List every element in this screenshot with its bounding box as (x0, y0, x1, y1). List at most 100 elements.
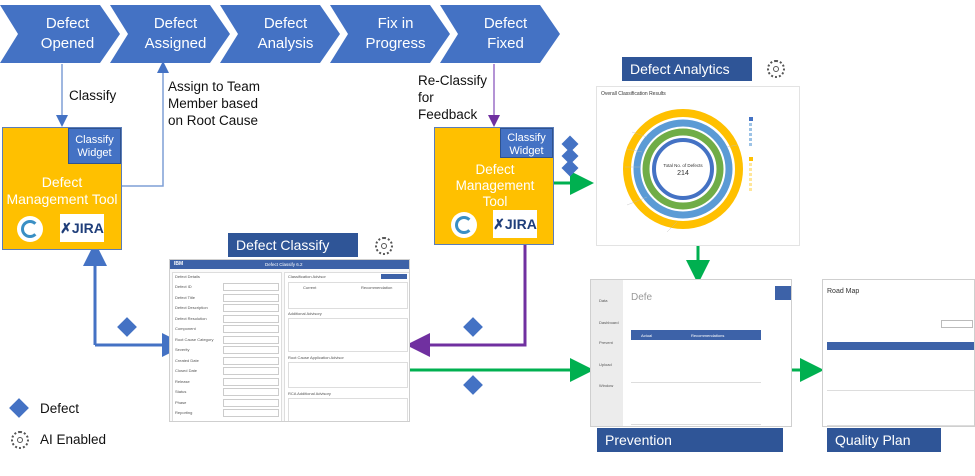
field-input[interactable] (223, 293, 279, 302)
ring-core (652, 138, 714, 200)
root-cause-box (288, 362, 408, 388)
ai-enabled-icon (375, 237, 393, 255)
roadmap-title: Road Map (827, 288, 860, 295)
ai-enabled-icon (767, 60, 785, 78)
legend-ai-icon (11, 431, 29, 449)
panel-header: Classification Advisor (288, 274, 326, 279)
menu-item[interactable]: Dashboard (599, 320, 619, 325)
additional-box (288, 318, 408, 352)
field-label: Root Cause Category (175, 336, 214, 342)
donut-center-label: Total No. of Defects (663, 163, 703, 168)
field-input[interactable] (223, 283, 279, 291)
chevron-fix-in-progress (330, 5, 450, 63)
menu-item[interactable]: Data (599, 298, 608, 303)
field-label: Defect Resolution (175, 315, 207, 321)
brand-logo: IBM (174, 261, 184, 267)
chevron-defect-opened (0, 5, 120, 63)
classify-screenshot: IBM Defect Classify 6.2 Defect Details D… (169, 259, 410, 422)
field-row: Defect Title (175, 293, 279, 302)
menu-item[interactable]: Upload (599, 362, 612, 367)
jira-icon: ✗ (60, 220, 72, 236)
field-label: Severity (175, 347, 190, 352)
legend-defect-label: Defect (40, 401, 80, 416)
prevention-table-header: Actual Recommendations (631, 330, 761, 340)
field-row: Phase (175, 398, 279, 407)
roadmap-select[interactable] (941, 320, 973, 328)
field-input[interactable] (223, 304, 279, 312)
field-label: Phase (175, 399, 187, 405)
field-input[interactable] (223, 356, 279, 365)
field-label: Defect Description (175, 305, 208, 310)
jira-icon: ✗ (493, 216, 505, 232)
field-row: Severity (175, 346, 279, 354)
classify-action-button[interactable] (381, 274, 407, 279)
field-input[interactable] (223, 346, 279, 354)
chevron-defect-assigned (110, 5, 230, 63)
field-input[interactable] (223, 314, 279, 323)
chevron-defect-analysis (220, 5, 340, 63)
field-row: Root Cause Category (175, 335, 279, 344)
advisor-box: Current Recommendation (288, 282, 408, 309)
process-chevrons (0, 5, 560, 63)
ring-outer (623, 109, 743, 229)
classify-titlebar: IBM Defect Classify 6.2 (170, 260, 409, 269)
field-label: Closed Date (175, 368, 198, 373)
field-input[interactable] (223, 398, 279, 407)
field-input[interactable] (223, 409, 279, 417)
field-input[interactable] (223, 388, 279, 396)
jira-logo: ✗JIRA (60, 214, 104, 242)
menu-item[interactable]: Window (599, 383, 614, 388)
recommendation-label: Recommendation (361, 285, 393, 290)
table-row (827, 405, 974, 426)
table-row (631, 342, 761, 383)
ring-mid (633, 119, 733, 219)
legend-ai-label: AI Enabled (40, 432, 107, 447)
defect-classify-banner: Defect Classify (228, 233, 358, 257)
prevention-banner: Prevention Recommendation (597, 428, 783, 472)
col-actual: Actual (641, 333, 653, 338)
field-label: Release (175, 378, 190, 384)
field-row: Reporting (175, 409, 279, 417)
additional-label: Additional Advisory (288, 311, 322, 316)
quality-screenshot: Road Map (822, 279, 975, 427)
field-row: Status (175, 388, 279, 396)
classify-label: Classify (69, 88, 117, 103)
field-input[interactable] (223, 367, 279, 375)
field-row: Component (175, 325, 279, 333)
jira-logo: ✗JIRA (493, 210, 537, 238)
field-label: Reporting (175, 410, 193, 415)
prevention-sidebar: Data Dashboard Prevent Upload Window (591, 280, 623, 426)
classify-title: Defect Classify 6.2 (265, 261, 303, 267)
field-input[interactable] (223, 335, 279, 344)
field-input[interactable] (223, 325, 279, 333)
field-label: Created Date (175, 357, 199, 363)
current-label: Current (303, 285, 317, 290)
chevron-defect-fixed (440, 5, 560, 63)
classification-advisor-panel: Classification Advisor Current Recommend… (284, 272, 409, 421)
field-row: Defect Description (175, 304, 279, 312)
ring-inner (642, 128, 724, 210)
prevent-button[interactable] (775, 286, 791, 300)
field-label: Component (175, 326, 196, 331)
tool-logo-icon (451, 212, 477, 238)
field-row: Closed Date (175, 367, 279, 375)
field-label: Defect Title (175, 294, 196, 300)
prevention-screenshot: Data Dashboard Prevent Upload Window Def… (590, 279, 792, 427)
rca-box (288, 398, 408, 421)
field-input[interactable] (223, 377, 279, 386)
menu-item[interactable]: Prevent (599, 340, 613, 345)
rca-label: RCA Additional Advisory (288, 391, 331, 396)
root-cause-label: Root Cause Application Advisor (288, 355, 344, 360)
field-row: Release (175, 377, 279, 386)
